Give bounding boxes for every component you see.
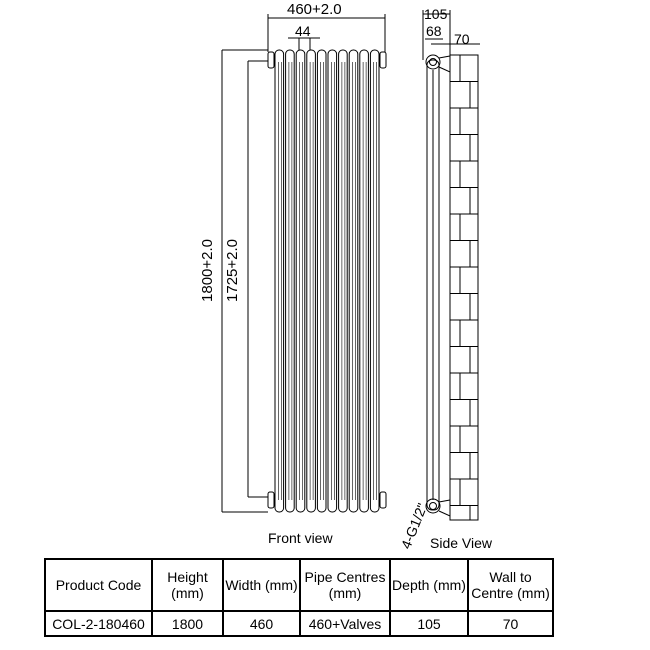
table-cell: 460 — [222, 610, 301, 637]
width-dimension: 460+2.0 — [287, 1, 342, 18]
column-pitch-dimension: 44 — [295, 23, 311, 39]
wall-to-centre-dimension: 70 — [454, 31, 470, 47]
radiator-column — [359, 49, 369, 513]
radiator-column — [327, 49, 338, 513]
table-row: COL-2-180460 1800 460 460+Valves 105 70 — [44, 610, 554, 637]
spec-table: Product Code Height (mm) Width (mm) Pipe… — [44, 558, 554, 637]
wall-bracket — [438, 55, 451, 73]
table-header-row: Product Code Height (mm) Width (mm) Pipe… — [44, 558, 554, 612]
depth-dimension: 105 — [424, 6, 448, 22]
pipe-centre-dimension: 1725+2.0 — [223, 239, 241, 302]
valve-cap — [267, 51, 275, 69]
table-cell: 105 — [389, 610, 469, 637]
wall-bracket — [438, 499, 451, 517]
table-cell: 70 — [467, 610, 554, 637]
header-cell: Pipe Centres (mm) — [299, 558, 391, 612]
pipe-connection-inner-icon — [429, 502, 437, 510]
radiator-column — [306, 49, 316, 513]
header-cell: Depth (mm) — [389, 558, 469, 612]
radiator-column — [338, 49, 348, 513]
radiator-column — [274, 49, 285, 513]
pipe-connection-inner-icon — [429, 58, 437, 66]
radiator-column — [295, 49, 306, 513]
body-dimension: 68 — [426, 23, 442, 39]
header-cell: Width (mm) — [222, 558, 301, 612]
header-cell: Wall to Centre (mm) — [467, 558, 554, 612]
height-dimension: 1800+2.0 — [198, 239, 216, 302]
valve-cap — [379, 491, 387, 509]
table-cell: 1800 — [151, 610, 224, 637]
front-view-caption: Front view — [268, 530, 333, 546]
radiator-column — [285, 49, 295, 513]
radiator-column — [348, 49, 359, 513]
valve-cap — [379, 51, 387, 69]
radiator-column — [369, 49, 380, 513]
table-cell: 460+Valves — [299, 610, 391, 637]
front-view-radiator — [267, 49, 387, 513]
header-cell: Product Code — [44, 558, 153, 612]
pipe-connection-icon — [425, 498, 441, 514]
dimension-lines — [221, 10, 480, 513]
side-view-radiator — [425, 54, 479, 521]
side-view-caption: Side View — [430, 535, 493, 551]
table-cell: COL-2-180460 — [44, 610, 153, 637]
pipe-connection-icon — [425, 54, 441, 70]
header-cell: Height (mm) — [151, 558, 224, 612]
radiator-column — [316, 49, 327, 513]
valve-cap — [267, 491, 275, 509]
wall — [449, 54, 479, 521]
